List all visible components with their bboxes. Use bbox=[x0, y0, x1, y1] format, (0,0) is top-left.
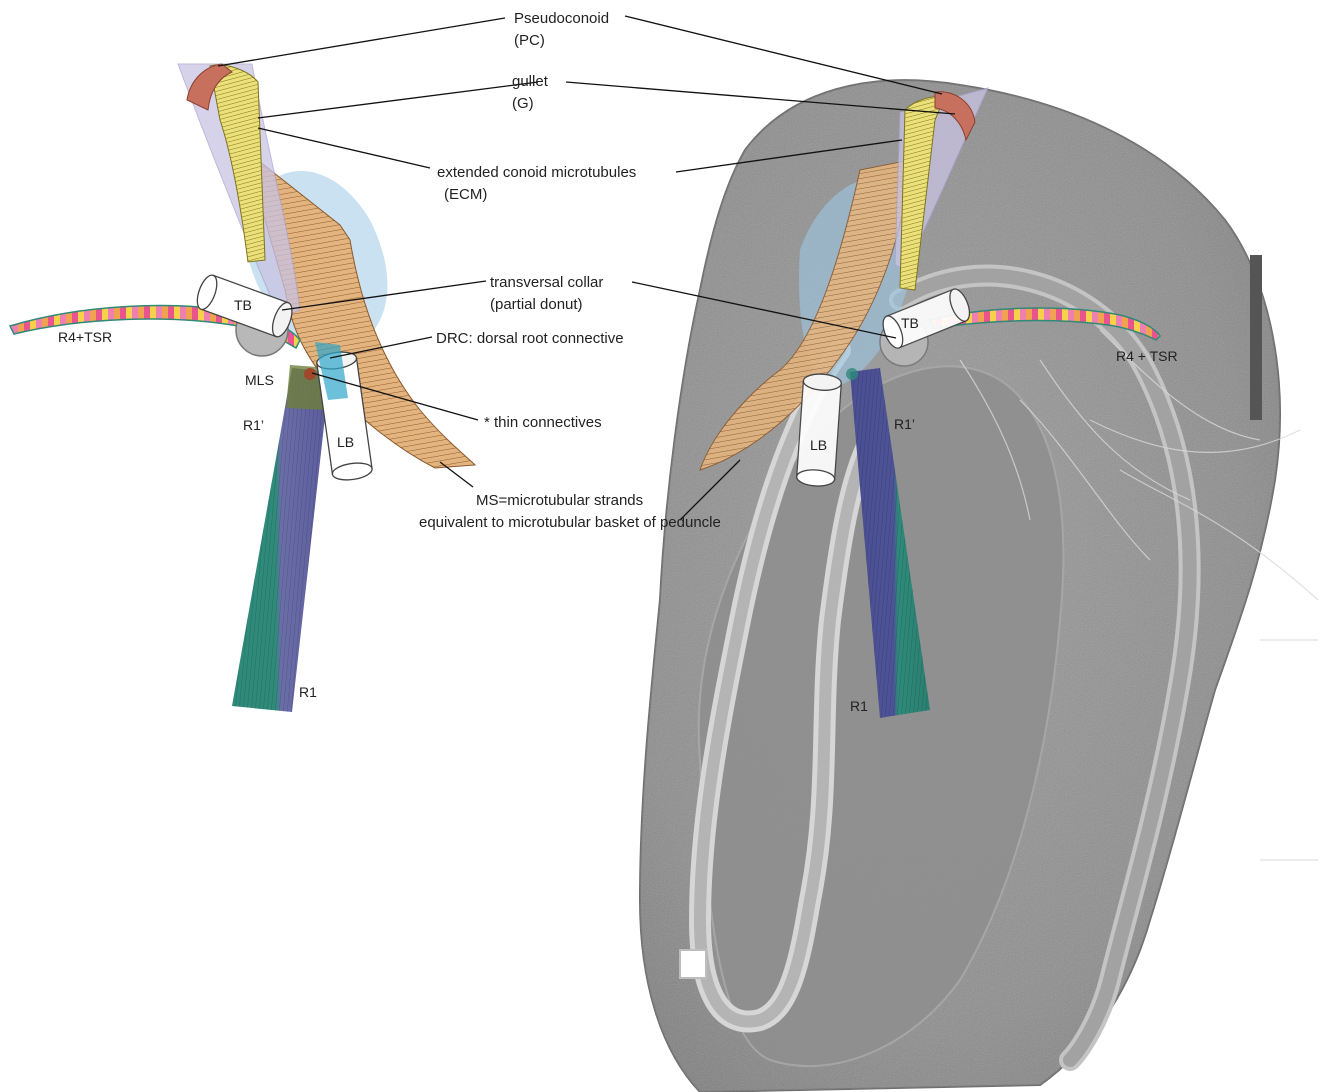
collar-label: transversal collar bbox=[490, 274, 603, 291]
collar-sub: (partial donut) bbox=[490, 296, 583, 313]
ms-sub: equivalent to microtubular basket of ped… bbox=[419, 514, 721, 531]
right-r4tsr-label: R4 + TSR bbox=[1116, 348, 1178, 364]
scale-bar bbox=[1250, 255, 1262, 420]
left-tb-label: TB bbox=[234, 297, 252, 313]
ecm-abbrev: (ECM) bbox=[444, 186, 487, 203]
left-mls-label: MLS bbox=[245, 372, 274, 388]
gullet-label: gullet bbox=[512, 73, 549, 90]
right-tb-label: TB bbox=[901, 315, 919, 331]
thin-connectives-label: * thin connectives bbox=[484, 414, 602, 431]
sem-cell-image bbox=[640, 80, 1318, 1092]
left-r1prime-label: R1’ bbox=[243, 417, 264, 433]
left-r1-label: R1 bbox=[299, 684, 317, 700]
pseudoconoid-abbrev: (PC) bbox=[514, 32, 545, 49]
ms-label: MS=microtubular strands bbox=[476, 492, 643, 509]
left-lb-label: LB bbox=[337, 434, 354, 450]
right-r1-label: R1 bbox=[850, 698, 868, 714]
pseudoconoid-label: Pseudoconoid bbox=[514, 10, 609, 27]
right-lb-cylinder bbox=[796, 373, 842, 487]
left-r4tsr-label: R4+TSR bbox=[58, 329, 112, 345]
right-lb-label: LB bbox=[810, 437, 827, 453]
left-schematic bbox=[10, 64, 475, 712]
drc-label: DRC: dorsal root connective bbox=[436, 330, 624, 347]
right-r1prime-label: R1’ bbox=[894, 416, 915, 432]
ecm-label: extended conoid microtubules bbox=[437, 164, 636, 181]
gullet-abbrev: (G) bbox=[512, 95, 534, 112]
